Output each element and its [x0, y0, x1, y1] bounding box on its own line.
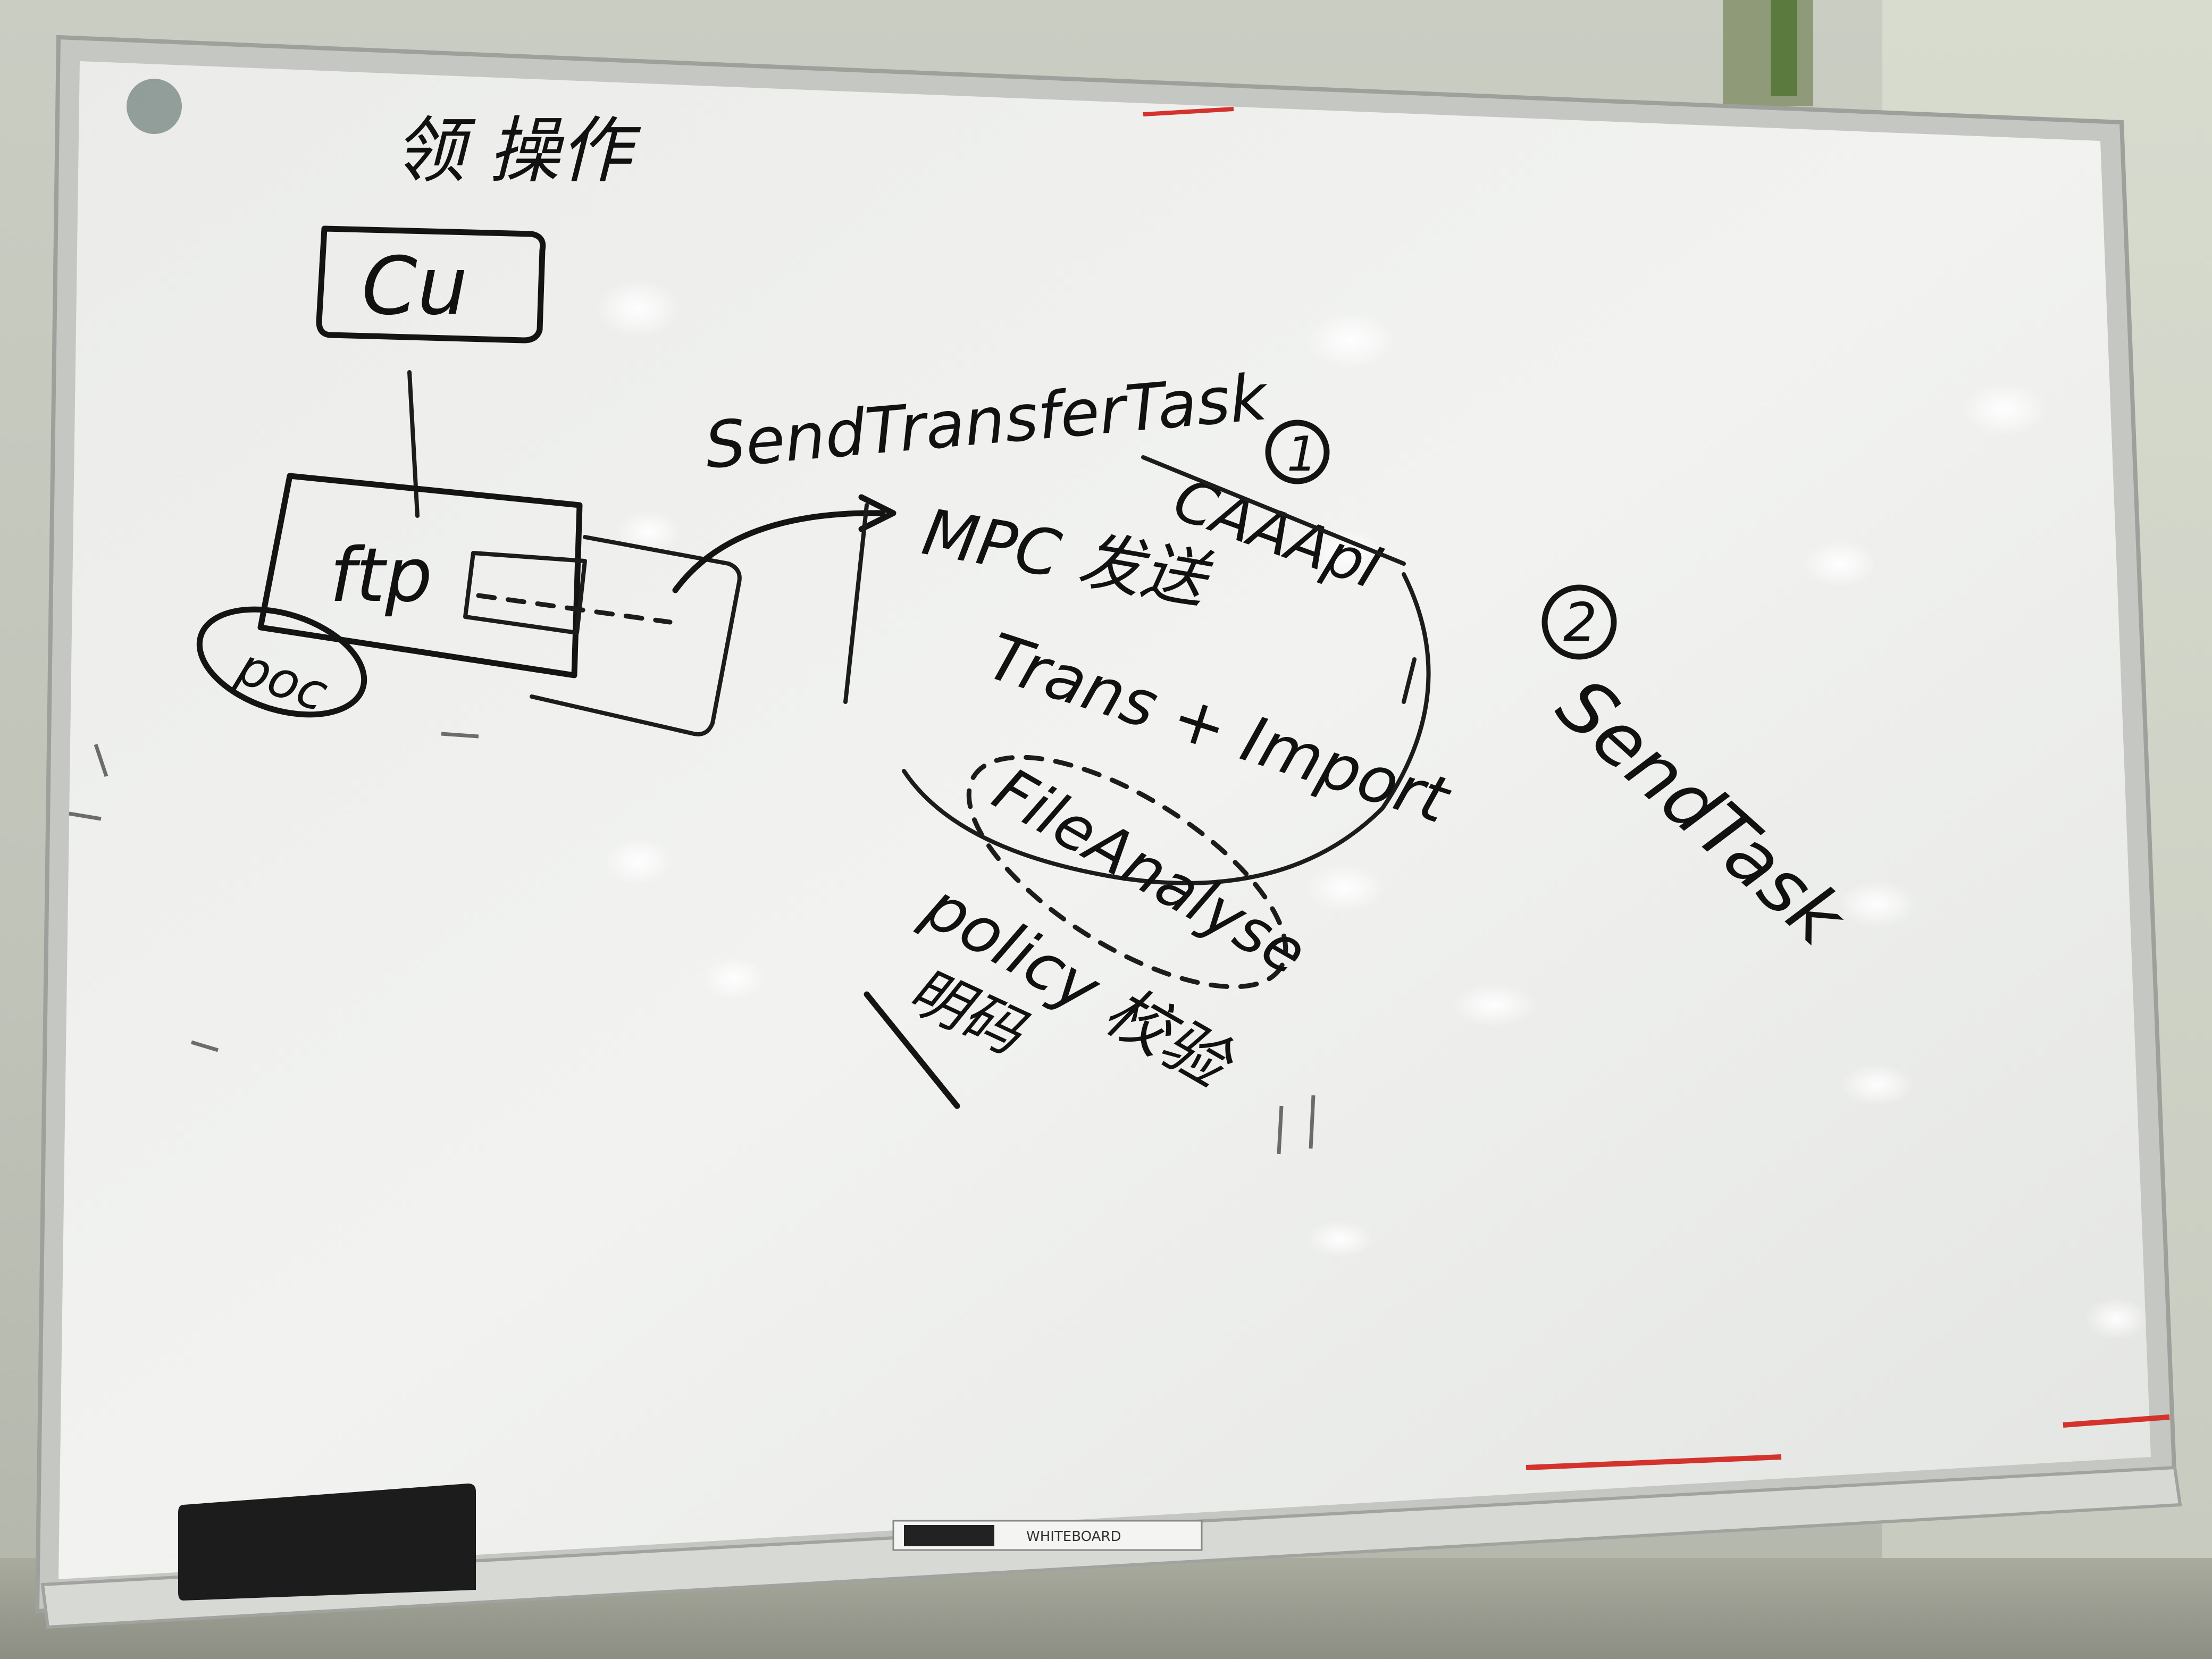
magnet [127, 79, 182, 134]
inner-dots [476, 593, 673, 625]
poc-ellipse [196, 606, 367, 718]
inner-rect-2 [530, 535, 742, 736]
wall-trim [1723, 0, 1813, 106]
red-mark-bottom [1526, 1454, 1782, 1470]
process-loop [902, 572, 1431, 885]
brand-label: WHITEBOARD [1026, 1529, 1121, 1545]
step-two-circle [1541, 584, 1617, 660]
eraser [178, 1484, 476, 1601]
strike-through-line [1141, 455, 1406, 566]
wall-trim-accent [1771, 0, 1797, 96]
top-left-note: 领 操作 [393, 109, 641, 192]
file-analyse-dashed-ellipse [966, 755, 1288, 990]
faint-marks [69, 732, 1316, 1154]
ftp-box [257, 473, 583, 678]
transfer-arrowhead [858, 494, 896, 532]
bracket-line [843, 503, 869, 704]
step-two-number: 2 [1563, 591, 1597, 653]
board-surface [58, 61, 2151, 1579]
underline-stroke [864, 991, 960, 1109]
transfer-arrow [672, 510, 886, 593]
connector-line [407, 370, 420, 518]
light-reflections [596, 279, 2148, 1340]
red-mark-bottom-right [2063, 1414, 2170, 1428]
inner-rect-1 [463, 551, 587, 635]
red-mark-top [1143, 107, 1234, 116]
loop-tick [1402, 657, 1417, 704]
step-one-number: 1 [1287, 426, 1317, 482]
cu-box-label: Cu [362, 240, 468, 333]
ftp-box-label: ftp [330, 532, 432, 619]
brand-label-block [904, 1525, 994, 1546]
cu-box [316, 225, 546, 343]
step-one-circle [1265, 420, 1330, 484]
